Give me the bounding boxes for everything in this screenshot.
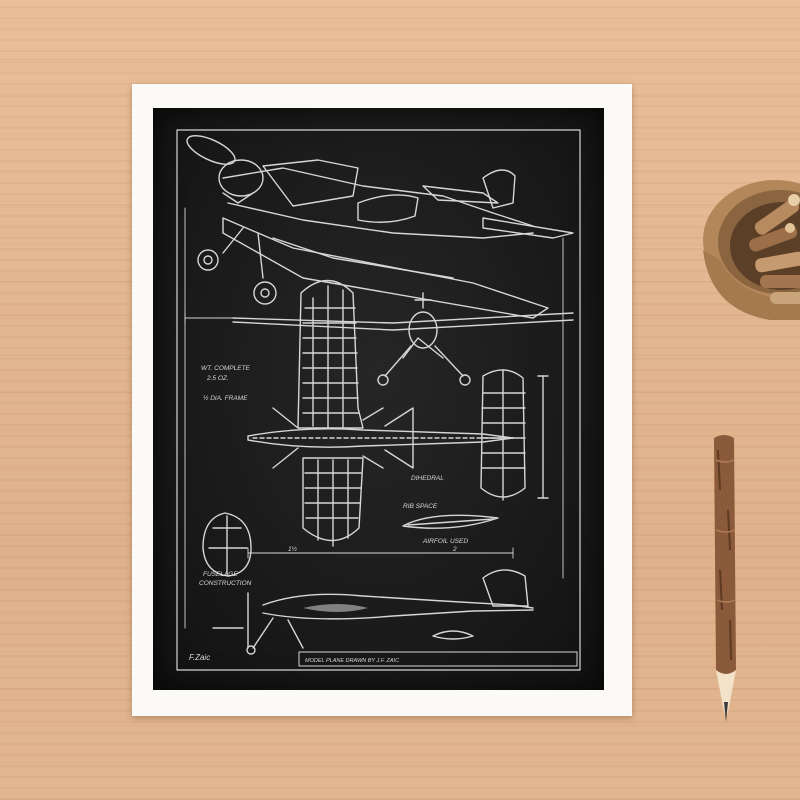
- blueprint-border: [176, 129, 581, 671]
- airplane-blueprint-drawing: WT. COMPLETE 2.5 OZ. ½ DIA. FRAME FUSELA…: [176, 129, 581, 671]
- signature: F.Zaic: [189, 653, 210, 662]
- side-view: [212, 569, 534, 655]
- wing-plan-view: [297, 279, 364, 547]
- twig-pencil: [714, 435, 736, 722]
- label-section-title: FUSELAGE: [203, 571, 238, 578]
- fuselage-cross-section: [202, 512, 252, 577]
- label-dim-1: 1½: [288, 545, 298, 553]
- title-block-text: MODEL PLANE DRAWN BY J.F. ZAIC: [305, 658, 399, 664]
- label-rib: RIB SPACE: [403, 503, 438, 510]
- front-view: [232, 292, 574, 386]
- dimension-lines: [184, 207, 564, 629]
- fuselage-top-view: [247, 407, 514, 469]
- label-dim-2: 2: [452, 546, 457, 553]
- title-block: [298, 651, 578, 667]
- stabilizer-plan-view: [480, 369, 549, 501]
- perspective-airplane-view: [186, 135, 574, 319]
- label-note-1: ½ DIA. FRAME: [203, 394, 248, 402]
- label-weight-1: WT. COMPLETE: [201, 365, 251, 372]
- twig-pencil-pot: [703, 180, 800, 320]
- blueprint-print: WT. COMPLETE 2.5 OZ. ½ DIA. FRAME FUSELA…: [153, 108, 604, 690]
- label-weight-2: 2.5 OZ.: [206, 375, 229, 382]
- airfoil-section: [402, 514, 499, 529]
- label-stab: DIHEDRAL: [411, 475, 444, 482]
- label-section-sub: CONSTRUCTION: [199, 580, 252, 587]
- twig-pencils-icon: [749, 194, 800, 304]
- label-airfoil: AIRFOIL USED: [422, 538, 468, 545]
